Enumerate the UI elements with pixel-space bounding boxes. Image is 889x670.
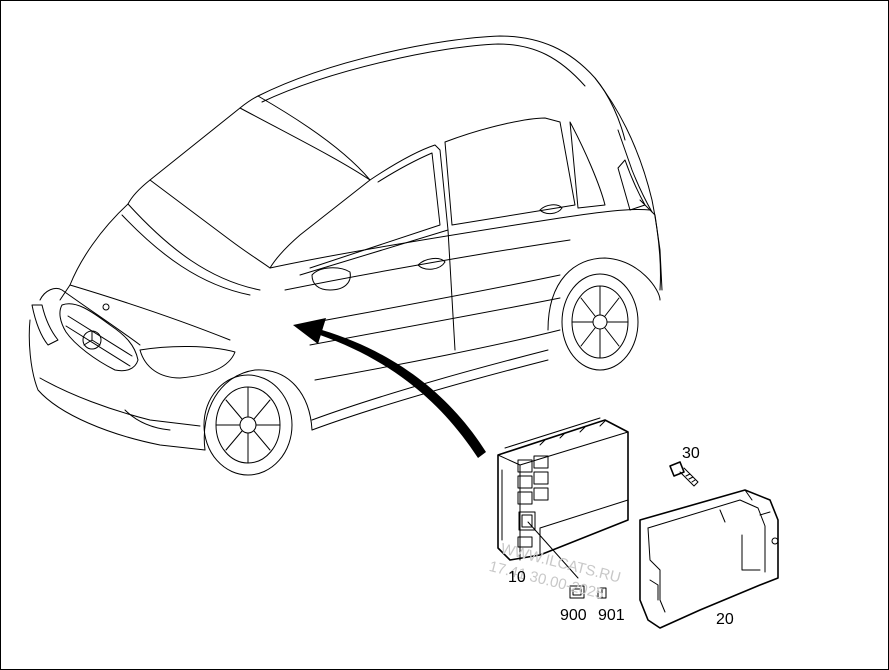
callout-20: 20 <box>716 611 734 628</box>
callout-900: 900 <box>560 607 587 624</box>
callout-10: 10 <box>508 569 526 586</box>
screw-part-30 <box>669 461 699 487</box>
control-unit-part-10 <box>497 417 629 579</box>
location-arrow <box>293 318 486 458</box>
fuse-parts-900-901 <box>569 585 607 599</box>
callout-30: 30 <box>682 445 700 462</box>
bracket-part-20 <box>639 489 779 629</box>
callout-901: 901 <box>598 607 625 624</box>
car-illustration <box>28 35 663 476</box>
